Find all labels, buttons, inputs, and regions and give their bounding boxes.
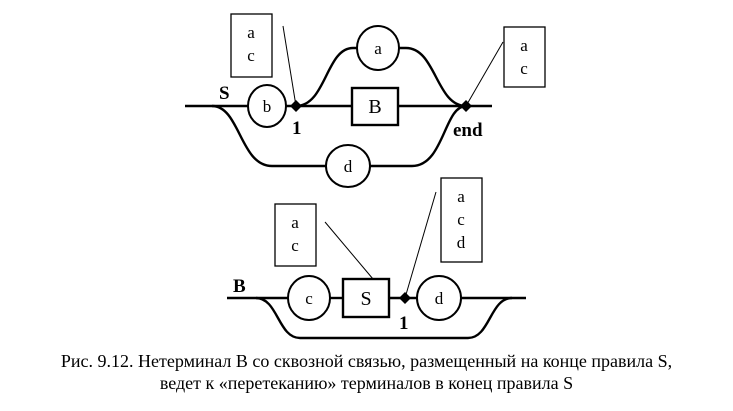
callout-line-nonterminal-s <box>324 221 374 280</box>
point-1-label: 1 <box>292 118 302 139</box>
set-box-nonterminal-s: a c <box>274 203 317 267</box>
a-branch-right <box>398 46 467 108</box>
terminal-b-label: b <box>263 97 272 116</box>
figure-caption: Рис. 9.12. Нетерминал B со сквозной связ… <box>0 350 733 394</box>
nonterminal-b: B <box>350 86 400 127</box>
set-item: c <box>457 210 465 229</box>
terminal-d-label: d <box>344 157 353 176</box>
set-item: a <box>457 187 465 206</box>
terminal-c-label: c <box>305 289 313 308</box>
terminal-c: c <box>287 275 331 321</box>
set-item: a <box>291 213 299 232</box>
point-end-marker <box>460 100 472 112</box>
callout-line-point-end <box>465 41 504 107</box>
point-1-label: 1 <box>399 313 409 334</box>
callout-line-point-1 <box>404 191 437 299</box>
set-item: a <box>520 36 528 55</box>
a-branch-left <box>295 46 358 108</box>
terminal-d-label: d <box>435 289 444 308</box>
terminal-d: d <box>325 144 371 188</box>
caption-line-2: ведет к «перетеканию» терминалов в конец… <box>159 373 574 393</box>
set-item: c <box>291 236 299 255</box>
d-branch-right <box>370 104 467 168</box>
rule-s-diagram: b a d B S 1 end a c a c <box>185 13 546 188</box>
point-end-label: end <box>453 120 483 141</box>
rule-label-b: B <box>233 276 246 297</box>
set-item: c <box>520 59 528 78</box>
nonterminal-b-label: B <box>368 96 381 118</box>
rule-label-s: S <box>219 83 230 104</box>
d-branch-left <box>211 104 326 168</box>
point-1-marker <box>399 292 411 304</box>
set-item: a <box>247 23 255 42</box>
set-item: d <box>457 233 466 252</box>
callout-line-point-1 <box>282 25 297 107</box>
syntax-diagrams: b a d B S 1 end a c a c <box>185 13 546 340</box>
set-item: c <box>247 46 255 65</box>
bypass-branch <box>255 296 513 340</box>
set-box-point-1: a c d <box>440 177 483 263</box>
nonterminal-s: S <box>341 277 391 319</box>
terminal-d: d <box>416 275 462 321</box>
caption-line-1: Рис. 9.12. Нетерминал B со сквозной связ… <box>60 351 673 371</box>
terminal-a: a <box>356 25 400 71</box>
point-1-marker <box>290 100 302 112</box>
terminal-a-label: a <box>374 39 382 58</box>
nonterminal-s-label: S <box>360 288 371 310</box>
set-box-point-1: a c <box>230 13 273 78</box>
set-box-point-end: a c <box>503 26 546 88</box>
rule-b-diagram: c d S B 1 a c a c d <box>227 177 526 340</box>
terminal-b: b <box>247 84 287 128</box>
